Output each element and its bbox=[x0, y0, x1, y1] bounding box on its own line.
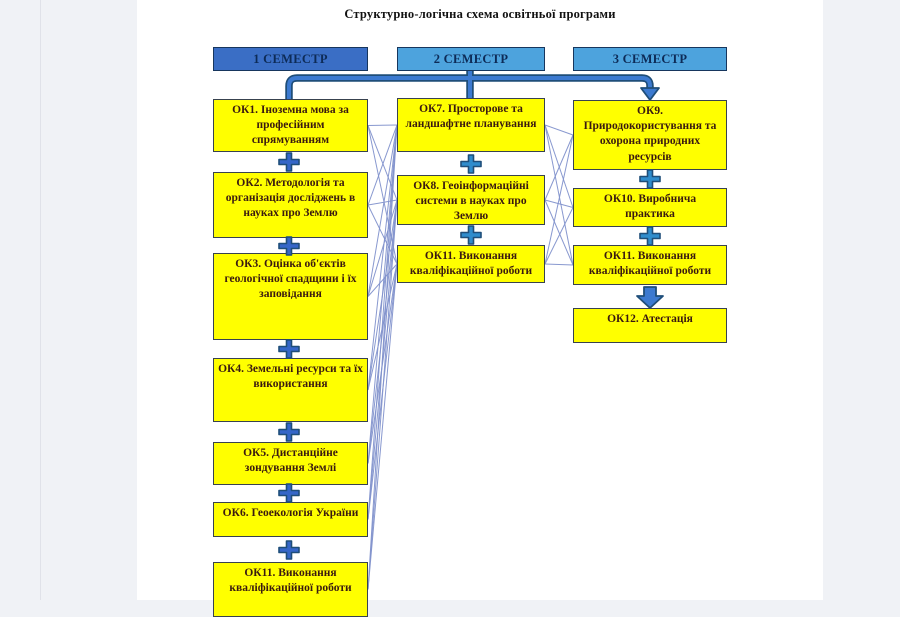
plus-icon bbox=[460, 225, 482, 245]
course-box-ok10: ОК10. Виробнича практика bbox=[573, 188, 727, 227]
course-box-ok2: ОК2. Методологія та організація дослідже… bbox=[213, 172, 368, 238]
plus-icon bbox=[639, 226, 661, 246]
semester-header-1: 1 СЕМЕСТР bbox=[213, 47, 368, 71]
course-box-ok7: ОК7. Просторове та ландшафтне планування bbox=[397, 98, 545, 152]
course-box-ok5: ОК5. Дистанційне зондування Землі bbox=[213, 442, 368, 485]
course-box-ok11-sem3: ОК11. Виконання кваліфікаційної роботи bbox=[573, 245, 727, 285]
plus-icon bbox=[278, 339, 300, 359]
course-box-ok3: ОК3. Оцінка об'єктів геологічної спадщин… bbox=[213, 253, 368, 340]
course-box-ok12: ОК12. Атестація bbox=[573, 308, 727, 343]
semester-header-3: 3 СЕМЕСТР bbox=[573, 47, 727, 71]
course-box-ok1: ОК1. Іноземна мова за професійним спряму… bbox=[213, 99, 368, 152]
connector-lines bbox=[285, 67, 664, 590]
plus-icon bbox=[278, 152, 300, 172]
course-box-ok9: ОК9. Природокористування та охорона прир… bbox=[573, 100, 727, 170]
plus-icon bbox=[460, 154, 482, 174]
course-box-ok6: ОК6. Геоекологія України bbox=[213, 502, 368, 537]
plus-icon bbox=[278, 540, 300, 560]
semester-bracket-connector bbox=[285, 67, 660, 104]
course-link-lines bbox=[367, 124, 574, 590]
plus-icon bbox=[278, 483, 300, 503]
window-edge-line bbox=[40, 0, 41, 600]
course-box-ok8: ОК8. Геоінформаційні системи в науках пр… bbox=[397, 175, 545, 225]
course-box-ok11-sem2: ОК11. Виконання кваліфікаційної роботи bbox=[397, 245, 545, 283]
diagram-title: Структурно-логічна схема освітньої прогр… bbox=[344, 7, 616, 21]
course-box-ok4: ОК4. Земельні ресурси та їх використання bbox=[213, 358, 368, 422]
plus-icon bbox=[639, 169, 661, 189]
semester-header-2: 2 СЕМЕСТР bbox=[397, 47, 545, 71]
course-box-ok11-sem1: ОК11. Виконання кваліфікаційної роботи bbox=[213, 562, 368, 617]
arrow-down-icon bbox=[636, 286, 664, 309]
plus-icon bbox=[278, 422, 300, 442]
arrow-down-icon bbox=[640, 87, 660, 101]
plus-icon bbox=[278, 236, 300, 256]
attestation-arrow bbox=[636, 286, 664, 309]
